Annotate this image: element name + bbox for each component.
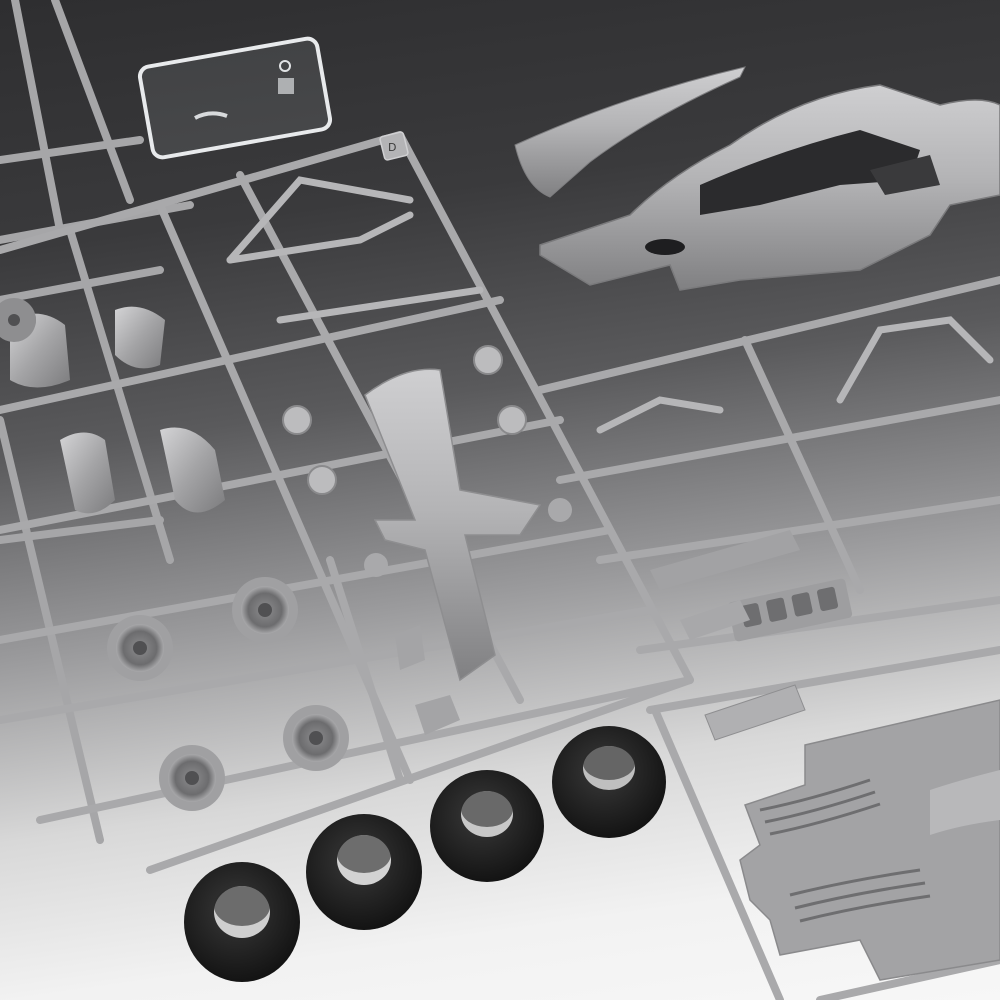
clear-parts-sprue xyxy=(137,36,333,160)
sprue-wheels xyxy=(0,298,349,811)
engine-cover xyxy=(514,66,746,198)
tire xyxy=(552,726,666,838)
tire xyxy=(430,770,544,882)
wheel xyxy=(107,615,173,681)
engine-block xyxy=(650,530,853,642)
chassis-floor xyxy=(364,368,572,682)
small-parts-left xyxy=(0,302,225,514)
floor-diffuser xyxy=(739,699,1000,981)
sprue-tag-label: D xyxy=(388,141,396,154)
brake-discs xyxy=(282,345,527,495)
wheel xyxy=(0,298,36,342)
small-parts-center xyxy=(395,625,460,735)
sprue-tag-d: D xyxy=(379,131,409,161)
wheel xyxy=(159,745,225,811)
sprue-right xyxy=(536,276,1000,1000)
tire xyxy=(306,814,422,930)
wheel xyxy=(283,705,349,771)
loose-tires xyxy=(184,726,666,982)
body-shell xyxy=(539,84,1000,291)
tire xyxy=(184,862,300,982)
wheel xyxy=(232,577,298,643)
suspension-parts xyxy=(226,176,994,434)
exhaust-part xyxy=(704,684,806,741)
